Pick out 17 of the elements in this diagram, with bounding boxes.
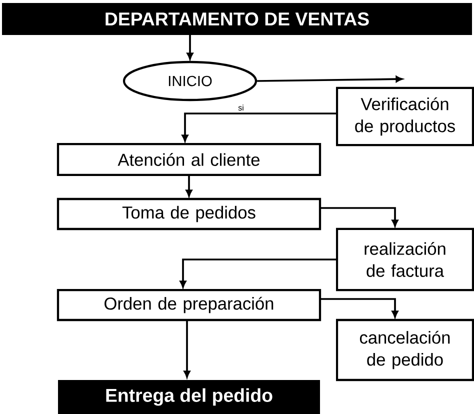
process-box: realización de factura xyxy=(336,228,474,292)
arrow xyxy=(186,175,192,197)
arrow xyxy=(320,298,398,318)
process-box: Orden de preparación xyxy=(56,288,322,322)
arrow xyxy=(180,258,337,288)
edge-label: si xyxy=(238,104,244,111)
arrow xyxy=(182,112,337,142)
arrow xyxy=(184,320,190,378)
title-band: Entrega del pedido xyxy=(58,380,320,414)
process-box: Toma de pedidos xyxy=(56,198,322,230)
arrow xyxy=(257,76,403,82)
process-box: cancelación de pedido xyxy=(336,318,474,382)
process-box: Atención al cliente xyxy=(56,142,322,176)
arrow xyxy=(320,207,398,227)
arrow xyxy=(186,35,194,60)
process-box: Verificación de productos xyxy=(336,86,474,146)
title-band: DEPARTAMENTO DE VENTAS xyxy=(2,3,472,35)
